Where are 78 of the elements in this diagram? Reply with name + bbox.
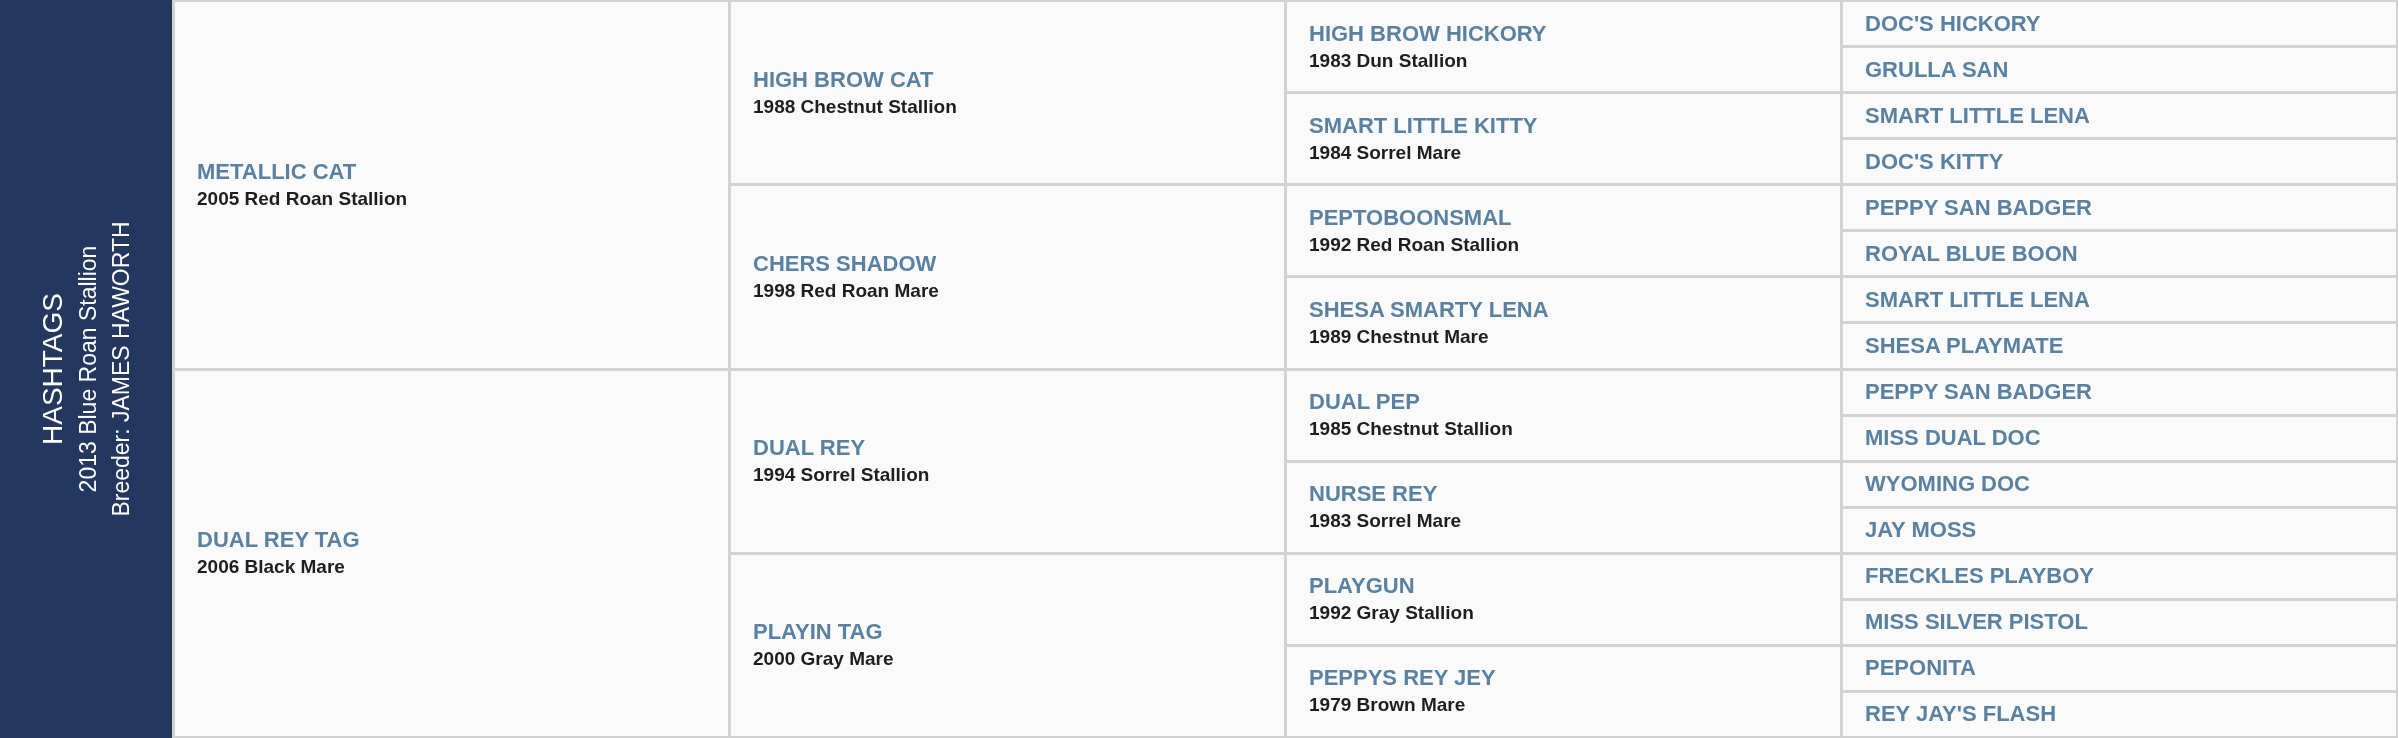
horse-details: 2005 Red Roan Stallion	[197, 186, 408, 211]
pedigree-cell	[1843, 278, 2396, 322]
pedigree-cell	[1843, 600, 2396, 644]
horse-name: SMART LITTLE LENA	[1865, 285, 2090, 314]
breeder-text: Breeder: JAMES HAWORTH	[107, 221, 135, 517]
horse-name: FRECKLES PLAYBOY	[1865, 562, 2094, 591]
horse-name: METALLIC CAT	[197, 157, 357, 186]
pedigree-cell	[1843, 140, 2396, 184]
pedigree-cell	[1843, 462, 2396, 506]
pedigree-cell	[1843, 508, 2396, 552]
pedigree-cell	[1287, 2, 1840, 92]
horse-details: 1985 Chestnut Stallion	[1309, 417, 1513, 442]
horse-name: HIGH BROW CAT	[753, 65, 934, 94]
horse-details: 1988 Chestnut Stallion	[753, 94, 957, 119]
pedigree-cell	[1843, 324, 2396, 368]
horse-name: SMART LITTLE KITTY	[1309, 111, 1538, 140]
horse-name: SMART LITTLE LENA	[1865, 101, 2090, 130]
horse-name: PEPPY SAN BADGER	[1865, 378, 2092, 407]
pedigree-cell	[1287, 94, 1840, 184]
pedigree-cell	[731, 186, 1284, 368]
pedigree-cell	[1287, 370, 1840, 460]
horse-details: 1984 Sorrel Mare	[1309, 140, 1462, 165]
horse-name: DUAL REY	[753, 434, 866, 463]
pedigree-cell	[1843, 186, 2396, 230]
horse-name: CHERS SHADOW	[753, 249, 937, 278]
pedigree-cell	[1843, 646, 2396, 690]
pedigree-cell	[175, 370, 728, 736]
pedigree-cell	[175, 2, 728, 368]
horse-details: 1983 Sorrel Mare	[1309, 509, 1462, 534]
pedigree-cell	[1843, 692, 2396, 736]
horse-name: HIGH BROW HICKORY	[1309, 19, 1547, 48]
horse-name: MISS DUAL DOC	[1865, 424, 2041, 453]
horse-name: WYOMING DOC	[1865, 470, 2030, 499]
pedigree-cell	[1287, 462, 1840, 552]
horse-details: 1979 Brown Mare	[1309, 693, 1466, 718]
horse-name: JAY MOSS	[1865, 516, 1977, 545]
horse-name: ROYAL BLUE BOON	[1865, 239, 2078, 268]
pedigree-cell	[1843, 232, 2396, 276]
horse-name: MISS SILVER PISTOL	[1865, 608, 2088, 637]
horse-details: 1992 Red Roan Stallion	[1309, 232, 1520, 257]
pedigree-cell	[1287, 646, 1840, 736]
pedigree-cell	[1843, 48, 2396, 92]
pedigree-cell	[731, 2, 1284, 184]
horse-name: PLAYGUN	[1309, 572, 1415, 601]
pedigree-cell	[1843, 94, 2396, 138]
horse-name: DOC'S HICKORY	[1865, 9, 2041, 38]
horse-name: PEPONITA	[1865, 654, 1976, 683]
horse-name: SHESA PLAYMATE	[1865, 331, 2064, 360]
horse-name: HASHTAGS	[36, 293, 69, 445]
pedigree-cell	[1843, 370, 2396, 414]
pedigree-cell	[1287, 278, 1840, 368]
horse-name: PLAYIN TAG	[753, 618, 883, 647]
horse-details: 1992 Gray Stallion	[1309, 601, 1474, 626]
horse-details: 1994 Sorrel Stallion	[753, 463, 930, 488]
horse-name: REY JAY'S FLASH	[1865, 700, 2057, 729]
pedigree-cell	[1843, 554, 2396, 598]
horse-details: 1983 Dun Stallion	[1309, 48, 1468, 73]
horse-details: 1998 Red Roan Mare	[753, 278, 939, 303]
horse-name: PEPPY SAN BADGER	[1865, 193, 2092, 222]
title-panel	[0, 0, 172, 738]
horse-name: SHESA SMARTY LENA	[1309, 295, 1549, 324]
horse-name: GRULLA SAN	[1865, 55, 2009, 84]
horse-details: 2013 Blue Roan Stallion	[74, 245, 102, 493]
horse-name: PEPPYS REY JEY	[1309, 664, 1496, 693]
horse-name: DOC'S KITTY	[1865, 147, 2004, 176]
pedigree-cell	[731, 370, 1284, 552]
horse-name: DUAL REY TAG	[197, 526, 360, 555]
horse-details: 2000 Gray Mare	[753, 647, 894, 672]
horse-name: DUAL PEP	[1309, 388, 1420, 417]
horse-details: 1989 Chestnut Mare	[1309, 324, 1489, 349]
pedigree-cell	[1843, 416, 2396, 460]
pedigree-cell	[731, 554, 1284, 736]
pedigree-cell	[1843, 2, 2396, 46]
horse-name: NURSE REY	[1309, 480, 1438, 509]
pedigree-cell	[1287, 186, 1840, 276]
pedigree-cell	[1287, 554, 1840, 644]
horse-details: 2006 Black Mare	[197, 555, 345, 580]
horse-name: PEPTOBOONSMAL	[1309, 203, 1512, 232]
